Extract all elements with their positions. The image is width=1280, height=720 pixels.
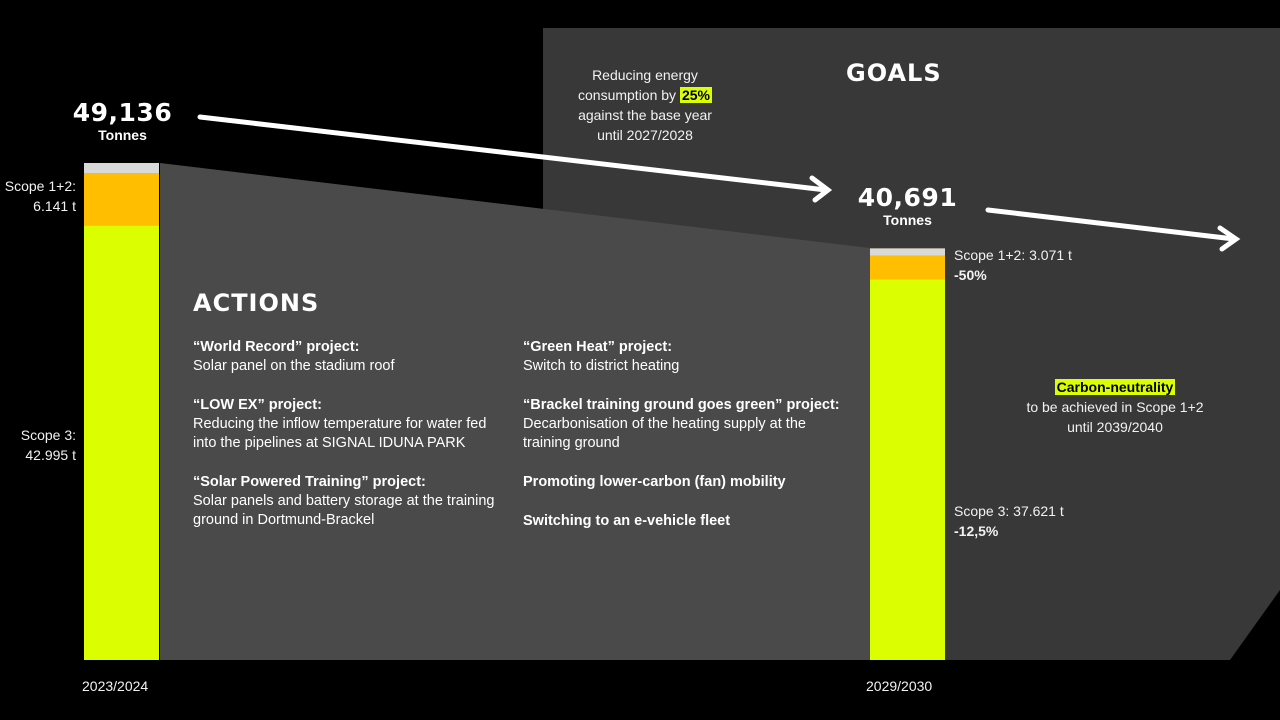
goals-title: GOALS	[846, 59, 942, 87]
bar-cap-2029/2030	[870, 248, 945, 256]
scope3-label-2029: Scope 3: 37.621 t -12,5%	[954, 501, 1064, 541]
total-2023: 49,136 Tonnes	[60, 98, 185, 143]
scope3-value: 42.995 t	[25, 447, 76, 463]
energy-goal: Reducing energy consumption by 25% again…	[565, 65, 725, 145]
x-tick-2029: 2029/2030	[866, 678, 933, 694]
action-title: “Solar Powered Training” project:	[193, 474, 426, 490]
action-item: “LOW EX” project: Reducing the inflow tem…	[193, 396, 513, 453]
scope3-label-2023: Scope 3: 42.995 t	[0, 425, 76, 465]
total-unit: Tonnes	[98, 127, 147, 143]
bar-scope3-2029/2030	[870, 279, 945, 660]
scope3-title: Scope 3: 37.621 t	[954, 503, 1064, 519]
scope12-value: 6.141 t	[33, 198, 76, 214]
scope12-title: Scope 1+2: 3.071 t	[954, 247, 1072, 263]
scope12-label-2029: Scope 1+2: 3.071 t -50%	[954, 245, 1072, 285]
action-text: Solar panels and battery storage at the …	[193, 493, 495, 528]
carbon-goal-highlight: Carbon-neutrality	[1054, 379, 1176, 395]
actions-panel	[160, 163, 870, 660]
action-item: Switching to an e-vehicle fleet	[523, 512, 843, 531]
bar-cap-2023/2024	[84, 163, 159, 173]
action-text: Decarbonisation of the heating supply at…	[523, 416, 806, 451]
action-title: “LOW EX” project:	[193, 397, 322, 413]
carbon-goal: Carbon-neutrality to be achieved in Scop…	[1025, 377, 1205, 437]
action-text: Switch to district heating	[523, 358, 680, 374]
action-title: Switching to an e-vehicle fleet	[523, 513, 731, 529]
energy-goal-text: Reducing energy consumption by	[578, 67, 698, 103]
total-unit: Tonnes	[883, 212, 932, 228]
action-item: “Green Heat” project: Switch to district …	[523, 338, 843, 376]
action-item: “Brackel training ground goes green” pro…	[523, 396, 843, 453]
action-title: “Green Heat” project:	[523, 339, 673, 355]
action-title: “Brackel training ground goes green” pro…	[523, 397, 840, 413]
action-item: “World Record” project: Solar panel on th…	[193, 338, 513, 376]
scope12-change: -50%	[954, 267, 987, 283]
scope12-label-2023: Scope 1+2: 6.141 t	[0, 176, 76, 216]
energy-goal-text-2: against the base year until 2027/2028	[578, 107, 712, 143]
total-value: 40,691	[857, 183, 958, 212]
scope12-title: Scope 1+2:	[4, 178, 76, 194]
action-item: Promoting lower-carbon (fan) mobility	[523, 473, 843, 492]
energy-goal-pct: 25%	[679, 87, 712, 103]
trend-arrow-1	[197, 114, 833, 203]
x-tick-2023: 2023/2024	[82, 678, 149, 694]
actions-title: ACTIONS	[193, 289, 320, 317]
action-text: Solar panel on the stadium roof	[193, 358, 395, 374]
total-value: 49,136	[72, 98, 173, 127]
scope3-change: -12,5%	[954, 523, 999, 539]
action-title: “World Record” project:	[193, 339, 360, 355]
carbon-goal-text: to be achieved in Scope 1+2 until 2039/2…	[1026, 399, 1204, 435]
action-title: Promoting lower-carbon (fan) mobility	[523, 474, 786, 490]
trend-arrow-2	[985, 207, 1241, 252]
action-item: “Solar Powered Training” project: Solar p…	[193, 473, 513, 530]
scope3-title: Scope 3:	[20, 427, 76, 443]
bar-scope3-2023/2024	[84, 225, 159, 661]
bar-scope12-2023/2024	[84, 163, 159, 226]
total-2029: 40,691 Tonnes	[845, 183, 970, 228]
action-text: Reducing the inflow temperature for wate…	[193, 416, 487, 451]
